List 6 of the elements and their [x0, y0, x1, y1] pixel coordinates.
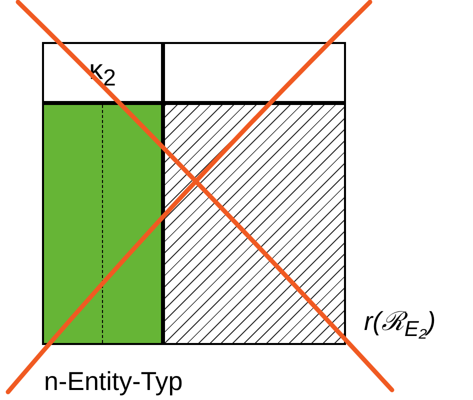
entity-column — [42, 103, 163, 345]
header-cell — [163, 42, 346, 103]
entity-type-label: n-Entity-Typ — [44, 368, 183, 394]
header-cell — [42, 42, 163, 103]
relation-label: r(ℛ$_{E₂}$) — [364, 308, 436, 340]
hatched-region — [163, 103, 346, 345]
